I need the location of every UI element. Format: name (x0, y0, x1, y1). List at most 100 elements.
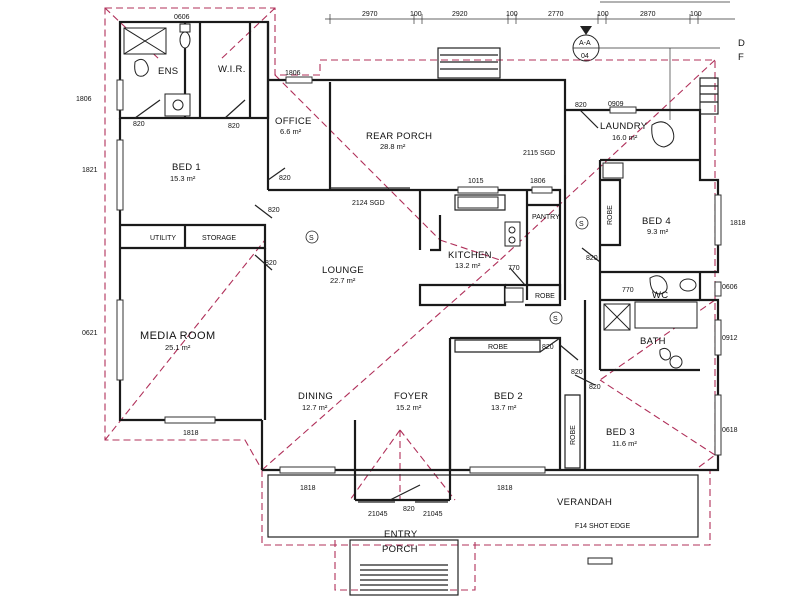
doors (134, 99, 601, 503)
step-mark (587, 557, 613, 565)
svg-text:1818: 1818 (300, 485, 316, 492)
top-dimension-line: 2970 100 2920 100 2770 100 2870 100 (325, 1, 735, 24)
room-bed1: BED 1 (172, 162, 201, 173)
room-dining: DINING (298, 391, 333, 402)
svg-text:820: 820 (571, 369, 583, 376)
toilet-wc (679, 278, 697, 292)
room-storage: STORAGE (202, 235, 236, 242)
room-verandah: VERANDAH (557, 497, 612, 508)
svg-text:820: 820 (586, 255, 598, 262)
svg-text:820: 820 (279, 175, 291, 182)
window-pantry (531, 186, 553, 194)
svg-text:820: 820 (268, 207, 280, 214)
fridge (504, 287, 524, 303)
window-kitchen (457, 186, 499, 194)
dim-2770: 2770 (548, 11, 564, 18)
windows (116, 76, 722, 474)
room-rear-porch: REAR PORCH (366, 131, 432, 142)
room-utility: UTILITY (150, 235, 176, 242)
window-office (285, 76, 313, 84)
smoke-detector-hall (575, 216, 589, 230)
svg-text:D: D (738, 38, 745, 49)
room-labels: ENS W.I.R. OFFICE 6.6 m² REAR PORCH 28.8… (140, 64, 671, 555)
room-porch: PORCH (382, 544, 418, 555)
fixtures (123, 23, 698, 565)
window-laundry (609, 106, 637, 114)
area-lounge: 22.7 m² (330, 276, 356, 285)
svg-text:1818: 1818 (730, 220, 746, 227)
area-bed2: 13.7 m² (491, 403, 517, 412)
dim-100-b: 100 (506, 11, 518, 18)
plant-ens (134, 58, 149, 77)
room-bed4: BED 4 (642, 216, 671, 227)
room-bath: BATH (640, 336, 666, 347)
area-dining: 12.7 m² (302, 403, 328, 412)
dim-100-a: 100 (410, 11, 422, 18)
area-foyer: 15.2 m² (396, 403, 422, 412)
room-entry: ENTRY (384, 529, 418, 540)
opening-labels: 0606 1806 1821 0621 820 820 1806 820 820… (76, 14, 746, 518)
window-dining (279, 466, 336, 474)
svg-text:2124 SGD: 2124 SGD (352, 200, 385, 207)
plant-bath (659, 347, 671, 361)
svg-text:0909: 0909 (608, 101, 624, 108)
svg-text:0621: 0621 (82, 330, 98, 337)
smoke-detectors: S S S (305, 216, 589, 325)
svg-text:1821: 1821 (82, 167, 98, 174)
dim-2970: 2970 (362, 11, 378, 18)
area-media: 25.1 m² (165, 343, 191, 352)
room-bed3: BED 3 (606, 427, 635, 438)
interior-walls (120, 22, 700, 502)
room-foyer: FOYER (394, 391, 428, 402)
shot-edge-label: F14 SHOT EDGE (575, 523, 630, 530)
svg-text:1015: 1015 (468, 178, 484, 185)
svg-text:820: 820 (228, 123, 240, 130)
svg-text:820: 820 (589, 384, 601, 391)
svg-text:0912: 0912 (722, 335, 738, 342)
room-laundry: LAUNDRY (600, 121, 648, 132)
area-laundry: 16.0 m² (612, 133, 638, 142)
svg-text:1818: 1818 (183, 430, 199, 437)
window-wc (714, 281, 722, 297)
svg-text:0618: 0618 (722, 427, 738, 434)
room-robe-kitchen: ROBE (535, 293, 555, 300)
kitchen-sink (457, 196, 499, 209)
area-bed4: 9.3 m² (647, 227, 669, 236)
window-bed2 (469, 466, 546, 474)
svg-text:1806: 1806 (76, 96, 92, 103)
roof-outline (104, 7, 716, 591)
dim-100-d: 100 (690, 11, 702, 18)
svg-text:1806: 1806 (285, 70, 301, 77)
svg-text:820: 820 (403, 506, 415, 513)
window-bath (714, 319, 722, 356)
window-media-bottom (164, 416, 216, 424)
room-wc: WC (652, 290, 668, 301)
svg-text:0606: 0606 (722, 284, 738, 291)
svg-text:770: 770 (508, 265, 520, 272)
room-robe-bed4: ROBE (607, 205, 614, 225)
svg-text:S: S (553, 316, 558, 323)
svg-text:21045: 21045 (368, 511, 388, 518)
room-wir: W.I.R. (218, 64, 246, 75)
svg-text:1818: 1818 (497, 485, 513, 492)
dim-100-c: 100 (597, 11, 609, 18)
section-marker: A-A 04 D F (572, 26, 745, 120)
area-rear-porch: 28.8 m² (380, 142, 406, 151)
toilet-tank-ens (179, 23, 191, 33)
room-robe-bed3: ROBE (570, 425, 577, 445)
svg-text:04: 04 (581, 53, 589, 60)
svg-text:2115 SGD: 2115 SGD (523, 150, 555, 157)
plant-wc (649, 275, 668, 295)
area-office: 6.6 m² (280, 127, 302, 136)
room-bed2: BED 2 (494, 391, 523, 402)
svg-text:0606: 0606 (174, 14, 190, 21)
room-ens: ENS (158, 66, 178, 77)
room-media: MEDIA ROOM (140, 330, 216, 342)
room-lounge: LOUNGE (322, 265, 364, 276)
smoke-detector-lounge (305, 230, 319, 244)
bathtub (634, 301, 698, 329)
svg-text:A-A: A-A (579, 40, 591, 47)
window-ens (116, 79, 124, 111)
svg-text:820: 820 (575, 102, 587, 109)
